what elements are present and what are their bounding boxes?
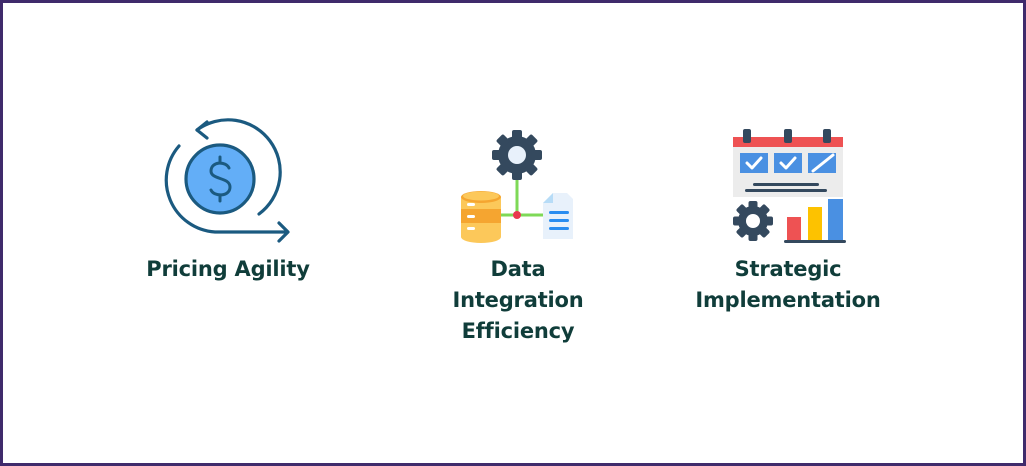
document-icon xyxy=(543,193,573,239)
dollar-cycle-icon xyxy=(163,116,295,246)
strategic-plan-icon xyxy=(729,127,849,245)
label-pricing-agility: Pricing Agility xyxy=(113,254,343,285)
label-line: Integration xyxy=(452,288,584,312)
label-line: Implementation xyxy=(695,288,881,312)
database-icon xyxy=(461,191,501,243)
label-line: Pricing Agility xyxy=(146,257,310,281)
label-strategic-implementation: Strategic Implementation xyxy=(673,254,903,316)
bar-chart-icon xyxy=(784,199,846,243)
calendar-icon xyxy=(733,129,843,197)
label-line: Strategic xyxy=(734,257,842,281)
label-line: Data xyxy=(490,257,546,281)
label-data-integration-efficiency: Data Integration Efficiency xyxy=(403,254,633,347)
gear-icon xyxy=(492,130,542,180)
label-line: Efficiency xyxy=(461,319,575,343)
data-integration-icon xyxy=(443,127,583,243)
gear-icon xyxy=(733,201,773,241)
